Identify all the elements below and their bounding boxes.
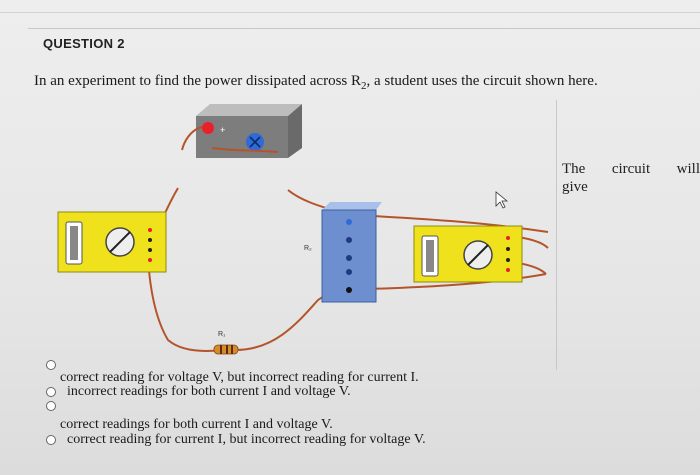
side-word-1: The [562, 161, 586, 177]
question-text: In an experiment to find the power dissi… [34, 72, 598, 92]
r2-label: R₂ [304, 245, 312, 252]
resistor-r2-block [321, 202, 382, 303]
right-multimeter [413, 225, 523, 283]
option-2-radio[interactable] [46, 387, 56, 397]
header-rule [28, 28, 700, 29]
option-3-radio[interactable] [46, 401, 56, 411]
question-title: QUESTION 2 [43, 36, 125, 51]
battery-plus-label: + [220, 125, 225, 135]
option-1-label: correct reading for voltage V, but incor… [60, 370, 419, 385]
question-text-after: , a student uses the circuit shown here. [366, 73, 598, 89]
option-3[interactable]: correct readings for both current I and … [46, 401, 333, 433]
option-2-label: incorrect readings for both current I an… [67, 384, 351, 399]
left-multimeter [57, 211, 167, 273]
option-2[interactable]: incorrect readings for both current I an… [46, 384, 351, 400]
side-word-3: will [676, 161, 700, 177]
side-text: The circuit will give [562, 160, 700, 196]
battery-positive-terminal [202, 122, 214, 134]
r1-label: R₁ [218, 331, 226, 338]
question-r2-subscript: 2 [361, 80, 367, 93]
option-4[interactable]: correct reading for current I, but incor… [46, 432, 426, 448]
option-1[interactable]: correct reading for voltage V, but incor… [46, 360, 419, 386]
side-word-2: circuit [611, 161, 651, 177]
option-4-label: correct reading for current I, but incor… [67, 432, 426, 447]
top-rule [0, 12, 700, 13]
circuit-diagram: + R₂ [57, 104, 549, 355]
option-1-radio[interactable] [46, 360, 56, 370]
column-divider [556, 100, 557, 370]
option-3-label: correct readings for both current I and … [60, 417, 333, 432]
option-4-radio[interactable] [46, 435, 56, 445]
mouse-cursor-icon [495, 191, 509, 209]
question-text-before: In an experiment to find the power dissi… [34, 73, 361, 89]
side-word-4: give [562, 179, 588, 195]
resistor-r1 [213, 344, 239, 355]
